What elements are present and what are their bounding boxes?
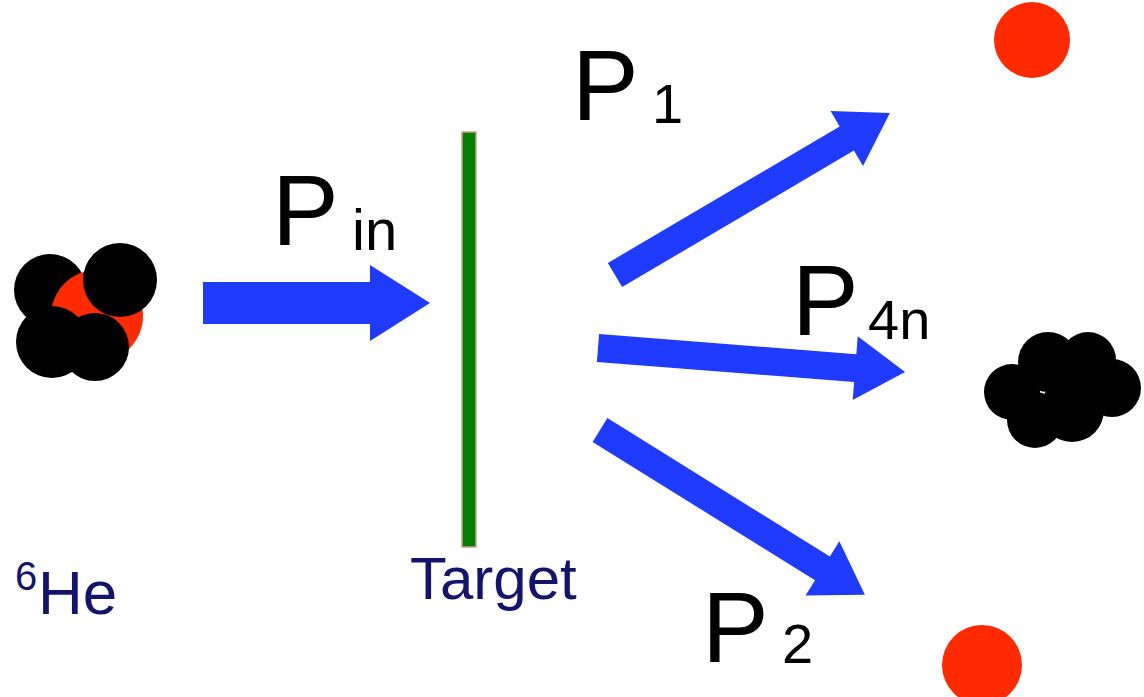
momentum-subscript: in (352, 201, 397, 259)
isotope-mass-number: 6 (15, 556, 37, 596)
momentum-symbol: P (572, 35, 639, 135)
momentum-subscript: 1 (652, 76, 683, 132)
momentum-subscript: 2 (782, 616, 813, 672)
target-label: Target (410, 549, 577, 609)
momentum-symbol: P (792, 250, 859, 350)
momentum-arrow (599, 86, 906, 303)
momentum-symbol: P (702, 577, 769, 677)
four-neutron-cluster (984, 332, 1141, 448)
helium-6-nucleus (14, 243, 157, 381)
neutron (83, 243, 157, 317)
momentum-arrow (203, 265, 430, 341)
momentum-arrow (596, 316, 908, 404)
momentum-symbol: P (272, 160, 339, 260)
neutron (61, 313, 129, 381)
proton (994, 2, 1070, 78)
isotope-symbol: He (38, 562, 117, 624)
target-foil (462, 132, 476, 547)
proton (942, 625, 1022, 697)
momentum-subscript: 4n (868, 292, 930, 348)
